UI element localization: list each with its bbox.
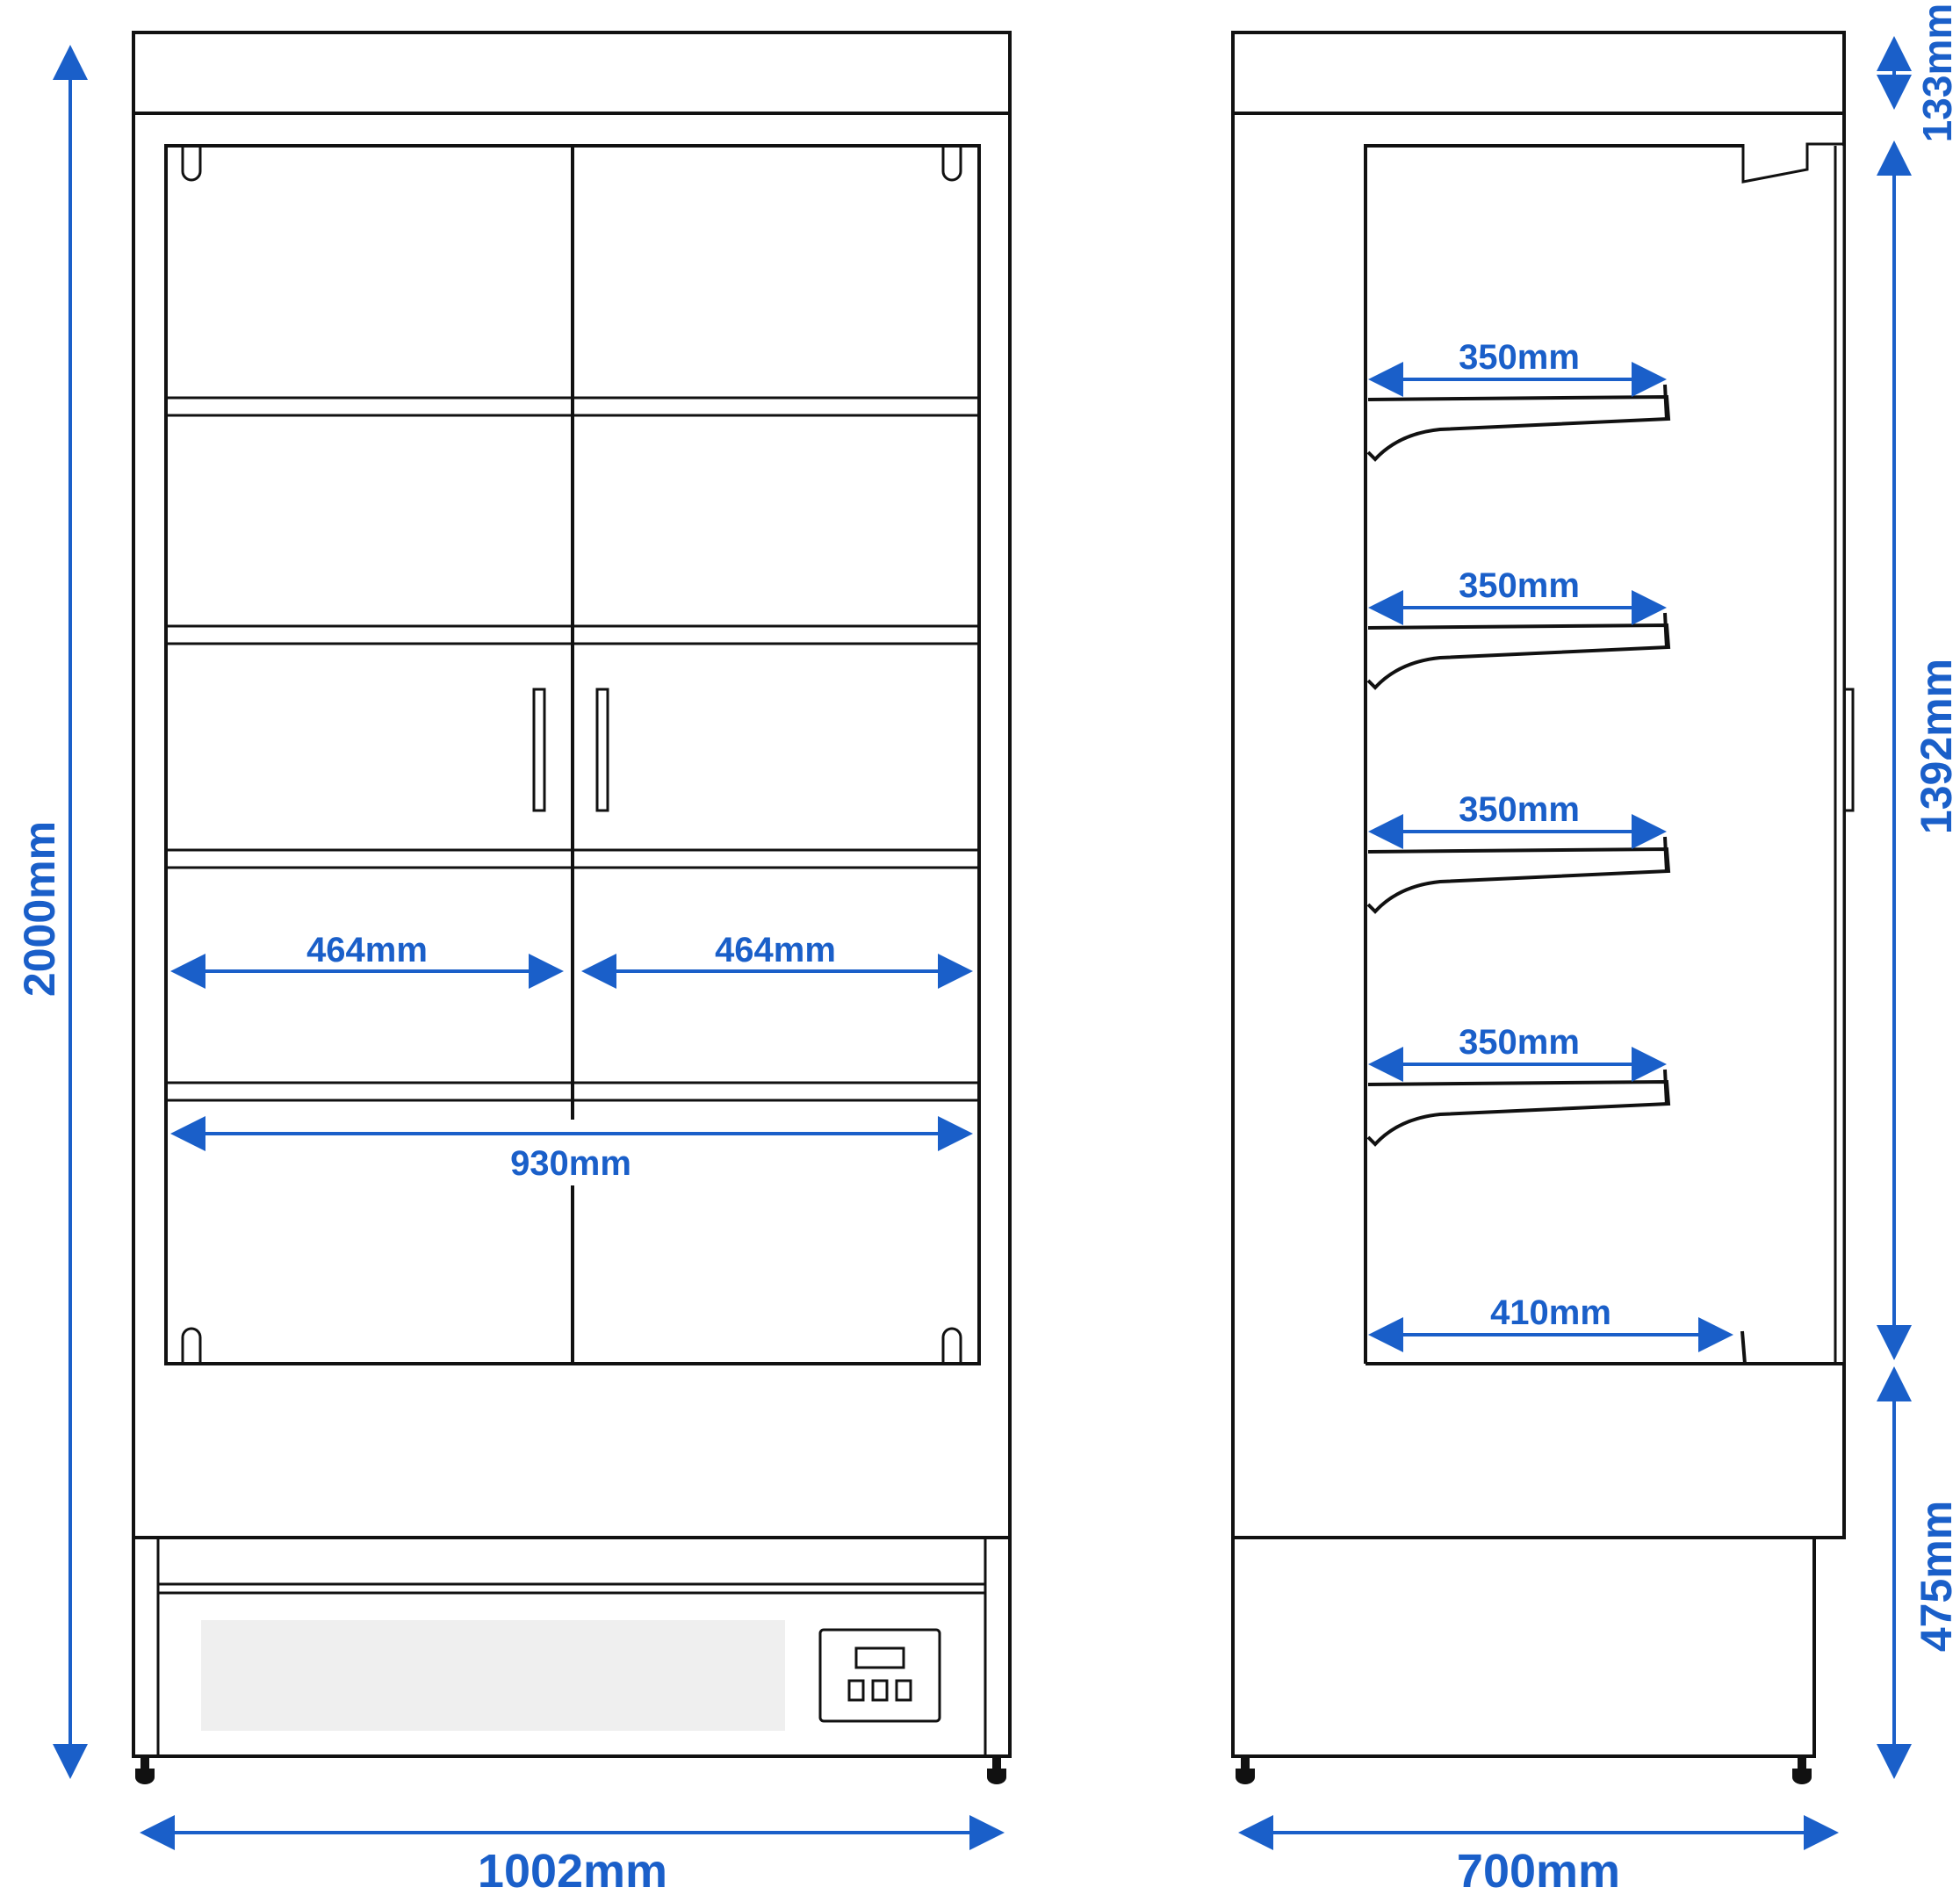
side-door-handle: [1842, 688, 1855, 812]
front-shelves: [166, 396, 979, 1102]
front-dimensions: 2000mm 1002mm 464mm 464mm 930mm: [15, 44, 1005, 1898]
front-base-panel: [201, 1620, 785, 1731]
hinge-top-left: [181, 148, 202, 182]
front-view: [132, 31, 1012, 1784]
control-panel: [818, 1628, 941, 1723]
side-dimensions: 350mm 350mm 350mm 350mm 410mm 700mm 133m…: [1238, 4, 1960, 1898]
side-base: [1231, 1536, 1816, 1758]
dim-overall-height: 2000mm: [15, 821, 64, 997]
dim-top-height: 133mm: [1914, 4, 1960, 143]
control-button-1: [847, 1679, 865, 1702]
front-base: [132, 1536, 1012, 1758]
hinge-top-right: [941, 148, 962, 182]
side-top-deflector: [1741, 142, 1842, 184]
control-button-3: [895, 1679, 912, 1702]
dim-display-height: 1392mm: [1912, 659, 1960, 834]
dim-bottom-depth: 410mm: [1490, 1293, 1611, 1332]
hinge-bottom-left: [181, 1327, 202, 1362]
dim-overall-depth: 700mm: [1457, 1845, 1620, 1898]
front-feet: [135, 1756, 1006, 1784]
dim-base-height: 475mm: [1912, 1501, 1960, 1652]
right-door-handle: [595, 688, 609, 812]
dim-inner-width: 930mm: [510, 1144, 631, 1183]
control-display: [854, 1646, 905, 1669]
left-door-handle: [532, 688, 546, 812]
dim-shelf-depth-3: 350mm: [1459, 790, 1580, 829]
control-button-2: [871, 1679, 889, 1702]
dim-left-shelf-width: 464mm: [306, 931, 428, 969]
dim-right-shelf-width: 464mm: [715, 931, 836, 969]
dim-shelf-depth-1: 350mm: [1459, 338, 1580, 377]
dim-shelf-depth-4: 350mm: [1459, 1023, 1580, 1062]
side-display-cavity: [1366, 146, 1844, 1364]
hinge-bottom-right: [941, 1327, 962, 1362]
front-top-header: [132, 31, 1012, 115]
side-top-header: [1231, 31, 1846, 115]
side-view: [1231, 31, 1855, 1784]
side-feet: [1236, 1756, 1812, 1784]
dim-overall-width: 1002mm: [478, 1845, 667, 1898]
dim-shelf-depth-2: 350mm: [1459, 566, 1580, 605]
